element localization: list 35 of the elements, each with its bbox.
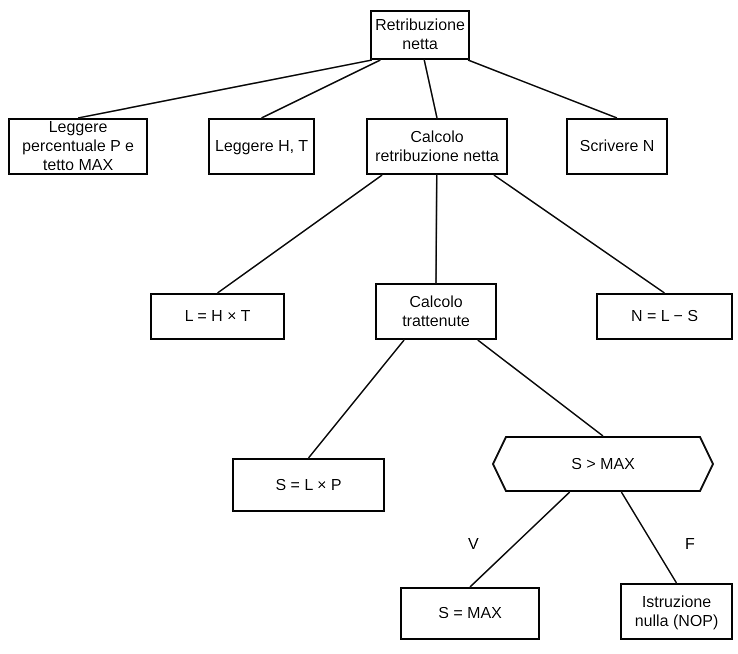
process-box bbox=[150, 293, 285, 340]
decision-hexagon bbox=[492, 436, 714, 492]
process-box bbox=[366, 118, 508, 175]
box-label: Leggere percentuale P e tetto MAX bbox=[21, 118, 135, 175]
connector-line bbox=[435, 175, 438, 283]
connector-line bbox=[261, 59, 381, 119]
connector-line bbox=[477, 339, 604, 437]
box-label: Leggere H, T bbox=[214, 137, 310, 156]
box-label: Istruzione nulla (NOP) bbox=[634, 592, 720, 630]
box-label: S > MAX bbox=[570, 454, 636, 474]
box-label: Calcolo retribuzione netta bbox=[374, 128, 500, 166]
process-box bbox=[370, 10, 470, 60]
connector-line bbox=[308, 340, 405, 458]
connector-line bbox=[423, 60, 438, 118]
process-box bbox=[596, 293, 733, 340]
box-label: Calcolo trattenute bbox=[401, 292, 471, 330]
connector-line bbox=[468, 59, 618, 119]
box-label: S = L × P bbox=[274, 476, 343, 494]
box-label: Scrivere N bbox=[578, 137, 656, 156]
connector-line bbox=[620, 492, 678, 584]
box-label: Retribuzione netta bbox=[374, 16, 466, 54]
box-label: N = L − S bbox=[630, 307, 699, 326]
process-box bbox=[208, 118, 315, 175]
connector-line bbox=[217, 174, 383, 294]
box-label: L = H × T bbox=[184, 307, 252, 326]
process-box bbox=[620, 583, 733, 640]
connector-line bbox=[469, 491, 570, 588]
process-box bbox=[400, 587, 540, 640]
connector-line bbox=[493, 174, 665, 294]
process-box bbox=[8, 118, 148, 175]
process-box bbox=[232, 458, 385, 512]
connector-line bbox=[78, 59, 372, 119]
process-box bbox=[566, 118, 668, 175]
process-box bbox=[375, 283, 497, 340]
box-label: S = MAX bbox=[437, 604, 503, 623]
